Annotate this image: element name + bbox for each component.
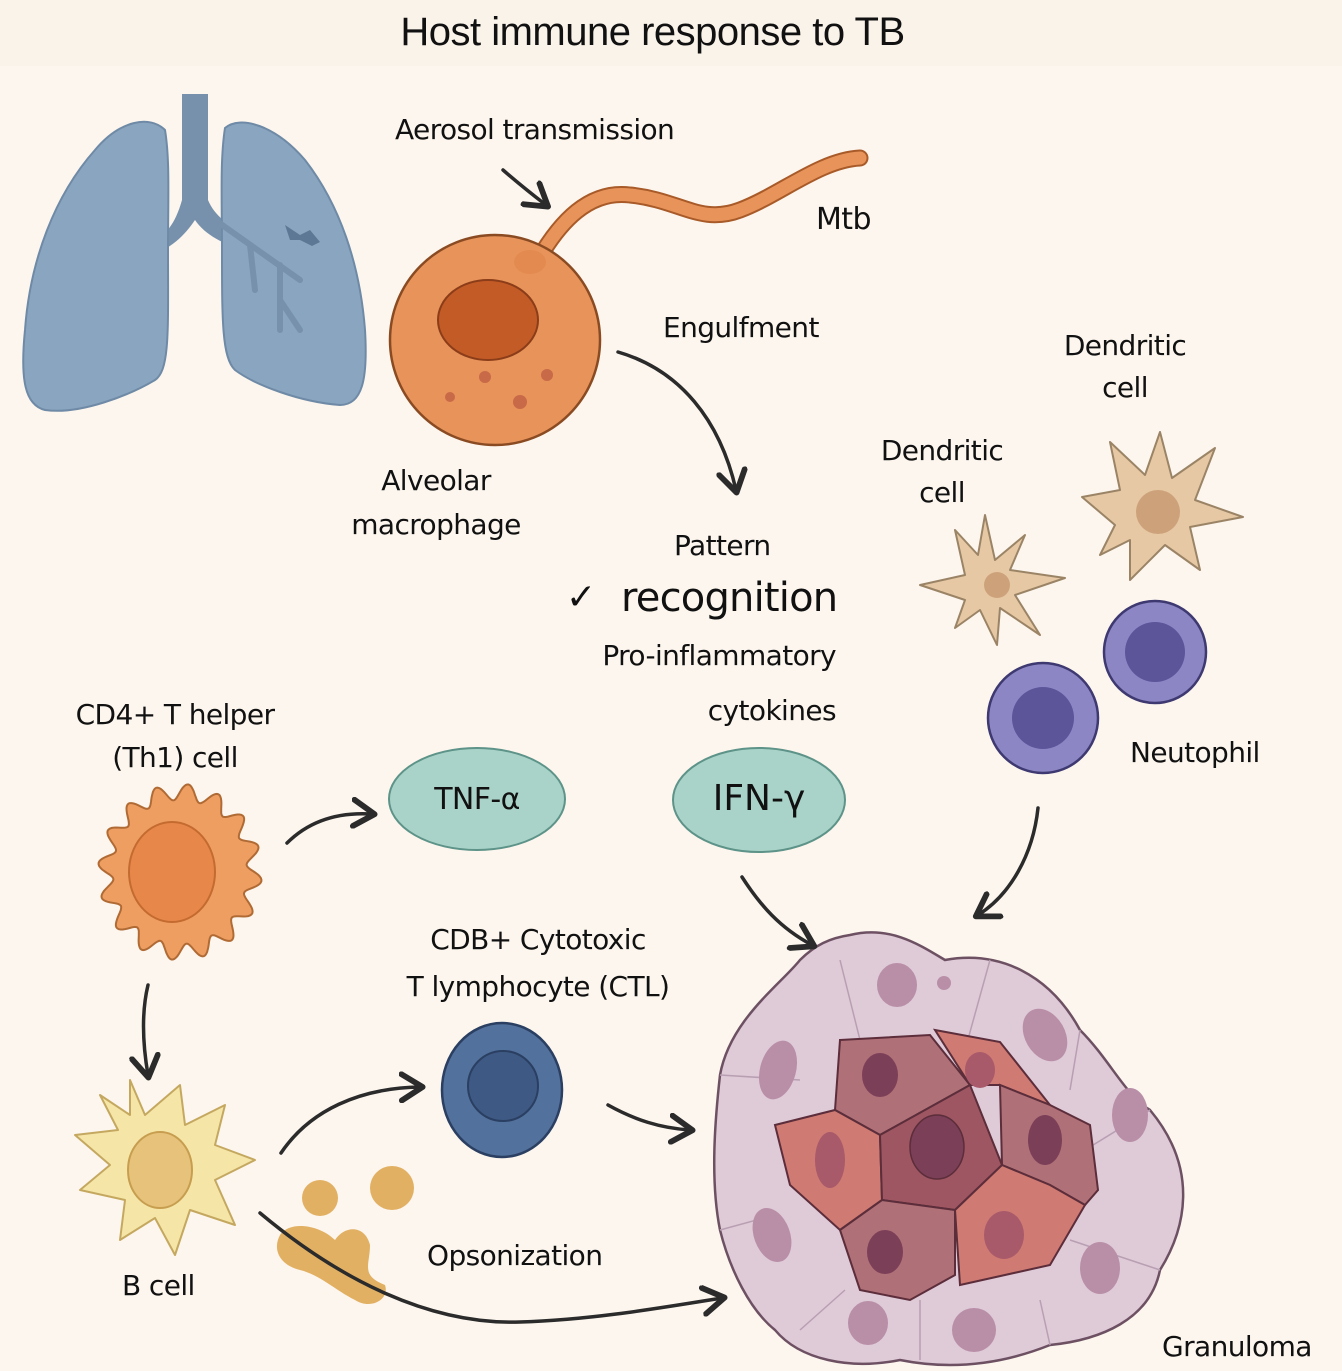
- ifn-gamma-oval: [672, 747, 846, 853]
- check-icon: ✓: [566, 577, 597, 618]
- label-pro-inflammatory: Pro-inflammatory: [602, 639, 836, 672]
- diagram-title: Host immune response to TB: [400, 10, 905, 54]
- arrow-aerosol: [501, 168, 546, 205]
- label-t-lymphocyte-ctl: T lymphocyte (CTL): [406, 970, 670, 1003]
- label-macrophage: macrophage: [351, 508, 521, 541]
- lungs-icon: [22, 94, 367, 412]
- dendritic-cell-small-icon: [919, 514, 1066, 646]
- dendritic-cell-large-icon: [1081, 431, 1244, 581]
- flow-arrows: [144, 168, 1040, 1324]
- arrow-neutrophil-to-granuloma: [978, 806, 1040, 915]
- label-tnf-alpha: TNF-α: [434, 782, 520, 817]
- ctl-icon: [440, 1021, 564, 1159]
- label-cd4-t-helper: CD4+ T helper: [75, 698, 275, 731]
- neutrophil-1-icon: [1102, 599, 1208, 705]
- label-th1-cell: (Th1) cell: [112, 741, 238, 774]
- label-neutrophil: Neutophil: [1130, 736, 1260, 769]
- title-band: [0, 0, 1342, 66]
- label-b-cell: B cell: [122, 1269, 195, 1302]
- antibody-blobs: [276, 1166, 414, 1305]
- arrow-bcell-to-ctl: [279, 1087, 420, 1155]
- tnf-alpha-oval: [388, 747, 566, 851]
- label-dendritic-b-cell: cell: [919, 476, 965, 509]
- label-dendritic-b: Dendritic: [880, 434, 1004, 467]
- label-mtb: Mtb: [816, 202, 871, 237]
- label-dendritic-a-cell: cell: [1102, 371, 1148, 404]
- label-ifn-gamma: IFN-γ: [712, 778, 806, 819]
- label-opsonization: Opsonization: [427, 1239, 603, 1272]
- label-alveolar: Alveolar: [381, 464, 491, 497]
- label-recognition: recognition: [621, 575, 838, 621]
- label-granuloma: Granuloma: [1162, 1330, 1312, 1363]
- label-engulfment: Engulfment: [663, 311, 819, 344]
- arrow-engulfment: [616, 350, 736, 490]
- label-cd8-cytotoxic: CDB+ Cytotoxic: [430, 923, 646, 956]
- label-dendritic-a: Dendritic: [1063, 329, 1187, 362]
- label-cytokines: cytokines: [707, 694, 837, 727]
- arrow-opsonization: [258, 1211, 722, 1324]
- arrow-ctl-to-granuloma: [606, 1103, 690, 1130]
- cd4-t-helper-icon: [97, 783, 263, 961]
- alveolar-macrophage-icon: [388, 233, 602, 447]
- arrow-th1-to-bcell: [144, 983, 149, 1075]
- arrow-ifn-to-granuloma: [740, 875, 812, 945]
- neutrophil-2-icon: [986, 661, 1100, 775]
- label-pattern: Pattern: [674, 529, 771, 562]
- granuloma-icon: [713, 931, 1185, 1367]
- b-cell-icon: [74, 1079, 256, 1256]
- arrow-th1-to-tnf: [285, 814, 372, 845]
- label-aerosol-transmission: Aerosol transmission: [395, 113, 675, 146]
